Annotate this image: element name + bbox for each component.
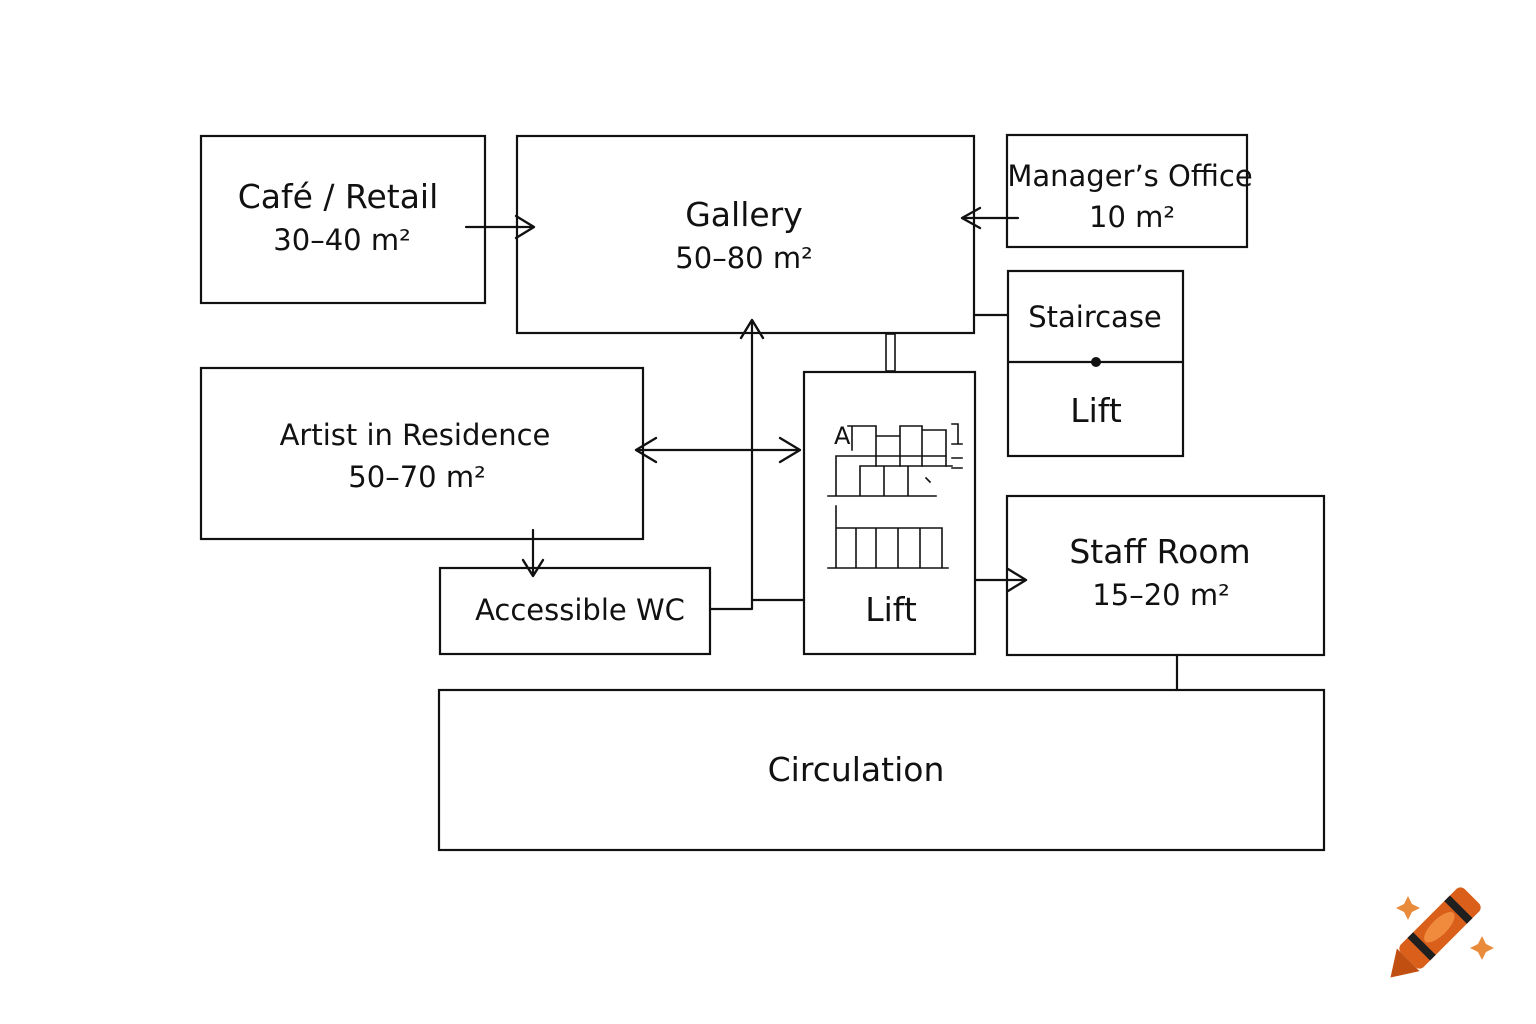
room-staircase-lift-stack: Staircase Lift [1006, 269, 1185, 458]
room-artist-in-residence-name: Artist in Residence [280, 418, 551, 452]
arrow-head-cafe-to-gallery [514, 214, 536, 240]
room-cafe-retail: Café / Retail 30–40 m² [199, 134, 487, 305]
room-managers-office-box [1005, 133, 1249, 249]
room-staff-room-box [1005, 494, 1326, 657]
crayon-tip [1390, 948, 1420, 978]
room-artist-in-residence-box [199, 366, 645, 541]
room-managers-office: Manager’s Office 10 m² [1005, 133, 1253, 249]
room-accessible-wc-box [438, 566, 712, 656]
room-cafe-retail-area: 30–40 m² [273, 223, 410, 257]
crayon-band-right [1444, 895, 1473, 924]
room-cafe-retail-box [199, 134, 487, 305]
connector-wc-to-lift [708, 598, 806, 611]
arrow-head-to-lift [778, 436, 802, 464]
room-gallery-name: Gallery [685, 195, 803, 234]
room-gallery: Gallery 50–80 m² [515, 134, 976, 335]
lift-sketch-middle-grid [827, 455, 953, 497]
room-cafe-retail-name: Café / Retail [238, 177, 439, 216]
room-managers-office-name: Manager’s Office [1007, 159, 1252, 193]
room-circulation-name: Circulation [768, 750, 945, 789]
arrow-head-lift-to-staff-room [1006, 567, 1028, 593]
room-artist-in-residence: Artist in Residence 50–70 m² [199, 366, 645, 541]
crayon-icon [1390, 887, 1494, 978]
room-gallery-box [515, 134, 976, 335]
room-staff-room-area: 15–20 m² [1092, 578, 1229, 612]
room-lift-center-box [802, 370, 977, 656]
room-staff-room: Staff Room 15–20 m² [1005, 494, 1326, 657]
lift-sketch-label: A [834, 422, 851, 450]
room-circulation-box [437, 688, 1326, 852]
stack-joint-dot [1091, 357, 1101, 367]
lift-sketch-upper-grid [847, 423, 963, 469]
arrow-head-to-artist [634, 436, 658, 464]
room-gallery-area: 50–80 m² [675, 241, 812, 275]
lift-sketch-lower-grid [827, 505, 949, 569]
room-accessible-wc-name: Accessible WC [475, 593, 685, 627]
room-staff-room-name: Staff Room [1069, 532, 1250, 571]
connectors [464, 206, 1179, 692]
connector-gallery-to-lift-double [885, 333, 896, 372]
room-circulation: Circulation [437, 688, 1326, 852]
crayon-shine [1424, 912, 1455, 943]
arrow-head-artist-to-wc [521, 558, 545, 578]
sparkle-icon-top [1396, 896, 1420, 920]
room-lift-center-name: Lift [865, 590, 917, 629]
room-managers-office-area: 10 m² [1089, 200, 1175, 234]
room-artist-in-residence-area: 50–70 m² [348, 460, 485, 494]
crayon-band-left [1407, 932, 1436, 961]
lift-sketch: A [827, 422, 963, 569]
room-accessible-wc: Accessible WC [438, 566, 712, 656]
sparkle-icon-right [1470, 936, 1494, 960]
room-staircase-name: Staircase [1028, 300, 1162, 334]
arrow-head-riser-to-gallery [739, 318, 765, 340]
room-lift-right-name: Lift [1070, 391, 1122, 430]
room-lift-center: Lift A [802, 370, 977, 656]
arrow-head-manager-to-gallery [960, 206, 982, 230]
